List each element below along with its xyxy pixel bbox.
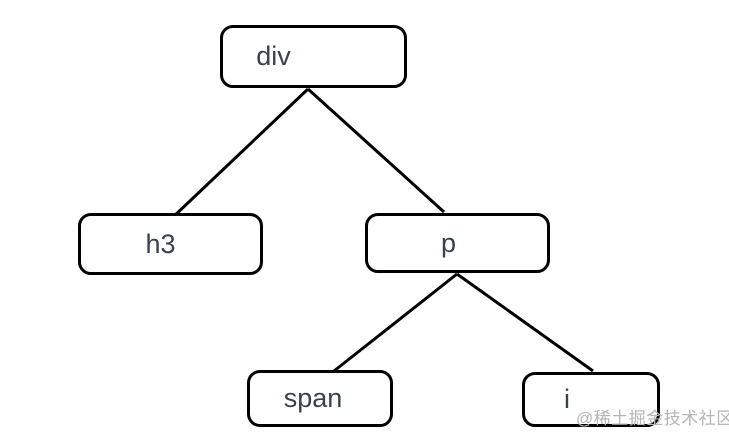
edge-div-p [306,87,446,214]
node-label-span: span [283,383,343,413]
edge-p-i [456,272,594,373]
tree-node-h3: h3 [78,213,263,275]
edge-p-span [333,272,458,373]
watermark: @稀土掘金技术社区 [576,409,729,428]
tree-node-div: div [220,25,407,88]
tree-node-span: span [247,370,393,427]
tree-node-p: p [365,213,550,273]
node-label-i: i [564,384,570,414]
tree-node-i: i [522,372,660,427]
edge-div-h3 [170,87,310,220]
node-label-h3: h3 [145,228,176,259]
node-label-div: div [256,41,291,71]
node-label-p: p [440,227,457,258]
